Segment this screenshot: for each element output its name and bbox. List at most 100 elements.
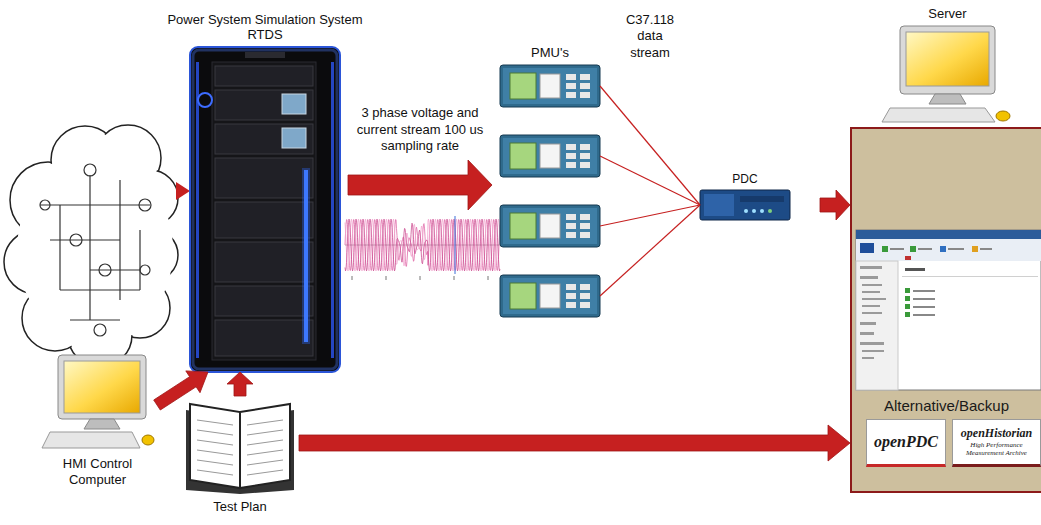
rtds-cabinet-part	[282, 128, 306, 148]
power-network-cloud-part-part	[24, 287, 87, 350]
power-network-cloud-part-part	[99, 264, 111, 276]
software-screenshot-part-part	[913, 298, 935, 300]
pmu-devices-part	[566, 92, 576, 98]
logo-text: openPDC	[870, 433, 942, 451]
test-plan-book-part-part	[247, 450, 283, 455]
software-screenshot-part	[890, 248, 904, 250]
software-screenshot-part	[856, 239, 1041, 261]
pmu-devices	[500, 65, 600, 317]
power-network-cloud-part	[6, 127, 177, 366]
software-screenshot-part	[856, 230, 1041, 239]
pmu-devices-part	[580, 153, 590, 159]
block-arrow-part	[154, 371, 208, 410]
device-title-holder: Server	[908, 6, 988, 22]
waveform-plot-part	[345, 220, 500, 271]
server-computer-part	[929, 94, 966, 104]
software-screenshot-part	[918, 248, 932, 250]
software-screenshot-part-part	[862, 357, 874, 359]
pdc-device-part	[744, 209, 748, 213]
data-stream-lines-part	[600, 205, 700, 226]
software-screenshot-part	[980, 248, 992, 250]
pmu-devices-part	[580, 144, 590, 150]
pmu-devices-part	[566, 74, 576, 80]
test-plan-book-part-part	[197, 420, 233, 425]
power-network-cloud-part	[176, 182, 190, 200]
device-title: PMU's	[510, 45, 590, 61]
software-screenshot-part	[882, 246, 888, 252]
test-plan-book-part-part	[197, 440, 233, 445]
pmu-devices-part	[510, 143, 536, 169]
pmu-devices-part	[540, 284, 560, 308]
panel-heading: Alternative/Backup	[852, 397, 1041, 415]
block-arrow-part	[227, 372, 253, 396]
power-network-cloud-part	[40, 164, 151, 336]
device-title-holder: Power System Simulation System RTDS	[160, 12, 370, 43]
software-screenshot-part-part	[905, 268, 925, 271]
software-screenshot-part-part	[860, 266, 882, 269]
pdc-device	[700, 190, 790, 220]
pmu-devices-part	[580, 74, 590, 80]
pdc-device-part	[704, 194, 734, 216]
edge-label: 3 phase voltage and current stream 100 u…	[354, 105, 486, 154]
logo-subtitle: High Performance Measurement Archive	[956, 441, 1037, 457]
software-screenshot	[856, 230, 1041, 390]
block-arrow	[299, 425, 850, 461]
pmu-devices-part	[580, 92, 590, 98]
hmi-computer-part	[58, 355, 146, 419]
rtds-cabinet-part	[282, 94, 306, 114]
hmi-computer: HMI Control Computer	[40, 355, 155, 450]
waveform-plot-part	[488, 276, 489, 280]
device-title: Server	[908, 6, 988, 22]
rtds-cabinet-part	[190, 47, 340, 372]
waveform-plot	[345, 216, 500, 280]
pmu-devices-part	[580, 162, 590, 168]
data-stream-lines-part	[600, 86, 700, 205]
rtds-cabinet-part	[304, 170, 308, 342]
software-logo: openHistorianHigh Performance Measuremen…	[952, 419, 1041, 467]
rtds-cabinet-part	[193, 50, 337, 369]
waveform-plot-part	[352, 276, 353, 280]
test-plan-book-part-part	[247, 460, 283, 465]
power-network-cloud-part-part	[90, 269, 140, 270]
power-network-cloud-part-part	[140, 265, 150, 275]
software-screenshot-part-part	[862, 305, 880, 307]
software-panel-ground	[850, 127, 1041, 493]
rtds-cabinet-part-part	[215, 90, 313, 120]
edge-label: C37.118 data stream	[617, 12, 683, 61]
pmu-devices-part	[500, 205, 600, 247]
power-network-cloud-part-part	[94, 324, 106, 336]
power-network-cloud-part-part	[139, 230, 140, 290]
device-caption-holder: HMI Control Computer	[42, 456, 154, 487]
pmu-devices-part	[566, 232, 576, 238]
rtds-cabinet-part-part	[215, 320, 313, 356]
pmu-devices-part	[566, 214, 576, 220]
test-plan-book-part-part	[247, 420, 283, 425]
rtds-cabinet-part	[331, 62, 334, 358]
rtds-cabinet-part	[198, 93, 212, 107]
device-title-holder: PDC	[715, 172, 775, 186]
hmi-computer-part	[142, 435, 154, 445]
rtds-cabinet-part	[302, 168, 310, 344]
test-plan-book-part-part	[197, 450, 233, 455]
waveform-plot-part	[345, 219, 500, 271]
logo-text: openHistorian	[956, 427, 1037, 441]
block-arrow	[154, 371, 208, 410]
pmu-devices-part	[566, 162, 576, 168]
software-screenshot-part	[856, 261, 898, 390]
software-panel: Alternative/Backup openPDC openHistorianHi…	[850, 127, 1041, 493]
pmu-devices-part	[500, 135, 600, 177]
waveform-plot-part	[345, 219, 500, 271]
software-screenshot-part	[905, 256, 911, 260]
pmu-devices-part	[503, 278, 597, 314]
hmi-computer-part	[42, 432, 140, 448]
pmu-devices-part	[503, 138, 597, 174]
device-title: Power System Simulation System RTDS	[160, 12, 370, 43]
pdc-device-part	[768, 209, 772, 213]
server-computer-part	[900, 26, 995, 94]
pmu-devices-part	[510, 283, 536, 309]
block-arrow	[348, 160, 492, 210]
software-screenshot-part-part	[860, 322, 876, 325]
block-arrow-part	[348, 160, 492, 210]
pmu-devices-part	[503, 68, 597, 104]
pmu-devices-part	[566, 153, 576, 159]
